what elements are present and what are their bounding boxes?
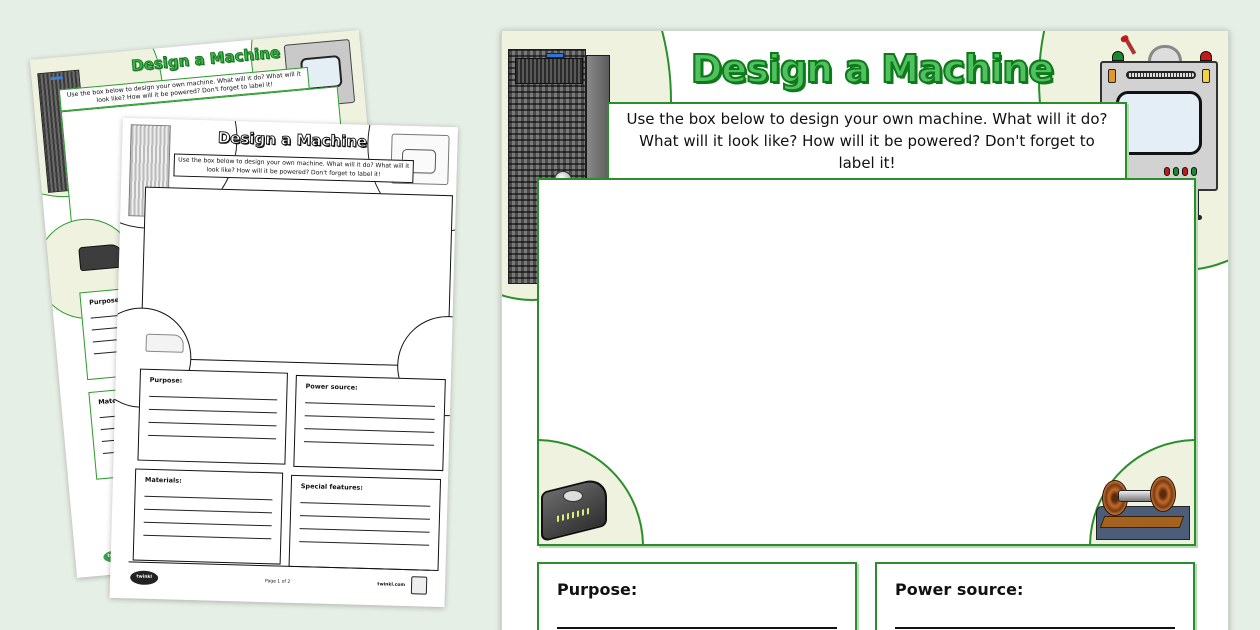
router-led (567, 512, 569, 520)
motor-plank (1099, 516, 1185, 528)
writing-line (557, 627, 837, 629)
robot-red-light (1200, 51, 1212, 61)
indicator-red (1164, 167, 1170, 176)
robot-foot (1190, 215, 1202, 220)
quality-badge-icon (410, 576, 428, 595)
writing-line (299, 515, 430, 520)
writing-line (148, 408, 277, 414)
writing-line (305, 402, 436, 407)
robot-orange-button (1108, 69, 1116, 83)
power-source-box[interactable]: Power source: (875, 562, 1195, 630)
writing-line (143, 534, 272, 540)
router-shell (541, 475, 607, 543)
server-led-bar (546, 53, 564, 58)
router-led (557, 515, 559, 522)
special-features-label: Special features: (300, 482, 364, 492)
writing-line (299, 541, 430, 546)
writing-line (148, 421, 277, 427)
router-led (577, 510, 579, 518)
writing-line (300, 502, 431, 507)
purpose-label: Purpose: (149, 375, 183, 385)
router-led (572, 511, 574, 519)
robot-yellow-button (1202, 69, 1210, 83)
electric-motor-icon (1096, 460, 1190, 540)
robot-vent (1126, 71, 1196, 79)
robot-dome (1148, 45, 1182, 61)
motor-coil (1150, 476, 1176, 512)
power-source-box: Power source: (293, 374, 446, 472)
writing-line (144, 495, 273, 501)
indicator-red (1182, 167, 1188, 176)
writing-line (299, 528, 430, 533)
worksheet-middle-page-bw: Design a Machine Use the box below to de… (109, 118, 458, 608)
router-icon (145, 333, 184, 353)
writing-line (144, 508, 273, 514)
drawing-area[interactable] (537, 178, 1196, 546)
purpose-box: Purpose: (137, 368, 288, 465)
special-features-box: Special features: (288, 474, 442, 571)
writing-line (304, 428, 435, 433)
robot-green-light (1112, 51, 1124, 61)
router-icon (541, 472, 609, 543)
worksheet-title: Design a Machine (690, 46, 1055, 92)
power-source-label: Power source: (895, 580, 1024, 599)
purpose-box[interactable]: Purpose: (537, 562, 857, 630)
worksheet-front-page: Design a Machine Use the box below to de… (501, 30, 1229, 630)
robot-lever (1123, 37, 1137, 55)
router-icon (78, 243, 125, 272)
robot-body (1100, 61, 1218, 191)
robot-machine-icon (1100, 37, 1220, 227)
writing-line (143, 521, 272, 527)
writing-line (895, 627, 1175, 629)
router-led (582, 509, 584, 516)
purpose-label: Purpose: (557, 580, 638, 599)
power-source-label: Power source: (305, 382, 358, 392)
indicator-green (1173, 167, 1179, 176)
robot-indicator-dots (1164, 167, 1197, 176)
indicator-green (1191, 167, 1197, 176)
router-led (562, 514, 564, 521)
materials-label: Materials: (144, 475, 182, 485)
instructions-box: Use the box below to design your own mac… (607, 102, 1127, 180)
writing-line (304, 415, 435, 420)
website-url: twinkl.com (377, 582, 406, 589)
writing-line (304, 441, 434, 446)
materials-box: Materials: (132, 468, 284, 565)
router-led (587, 508, 589, 515)
writing-line (148, 434, 277, 440)
drawing-area (109, 186, 458, 418)
writing-line (149, 395, 278, 401)
router-logo (563, 490, 583, 502)
robot-screen (1116, 91, 1202, 155)
